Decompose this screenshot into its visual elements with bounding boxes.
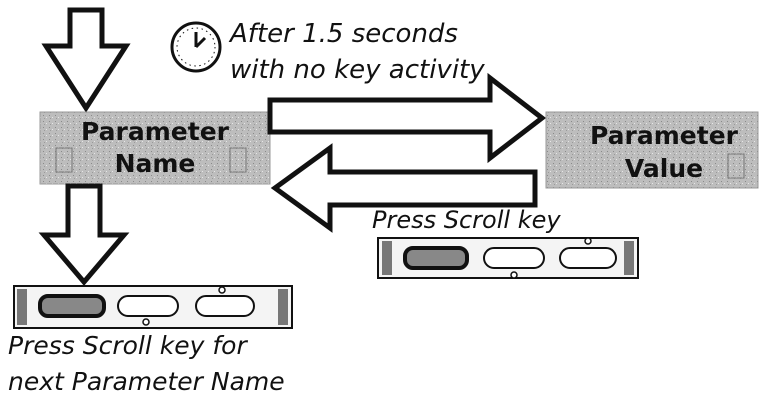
parameter-name-line2: Name	[115, 149, 196, 178]
clock-icon	[170, 21, 222, 73]
clock-caption-line1: After 1.5 seconds	[228, 19, 458, 49]
clock-caption-line2: with no key activity	[230, 55, 485, 85]
parameter-name-line1: Parameter	[81, 117, 230, 146]
parameter-value-box: Parameter Value	[545, 111, 759, 189]
scroll-key-right[interactable]	[403, 246, 469, 270]
up-key-right[interactable]	[559, 247, 617, 269]
down-key-right[interactable]	[483, 247, 545, 269]
down-arrow-top	[41, 7, 131, 113]
keypad-right	[377, 237, 639, 279]
parameter-name-box: Parameter Name	[39, 111, 271, 185]
right-arrow-to-value	[267, 72, 547, 164]
left-arrow-to-name	[270, 143, 538, 233]
scroll-caption-line2: next Parameter Name	[8, 367, 285, 396]
up-key-bottom[interactable]	[195, 295, 255, 317]
scroll-key-bottom[interactable]	[38, 294, 106, 318]
parameter-value-line1: Parameter	[590, 121, 739, 150]
keypad-bottom	[13, 285, 293, 329]
press-scroll-key-label: Press Scroll key	[372, 206, 561, 234]
down-arrow-bottom	[38, 183, 130, 286]
parameter-value-line2: Value	[625, 154, 703, 183]
scroll-caption-line1: Press Scroll key for	[8, 331, 248, 360]
down-key-bottom[interactable]	[117, 295, 179, 317]
